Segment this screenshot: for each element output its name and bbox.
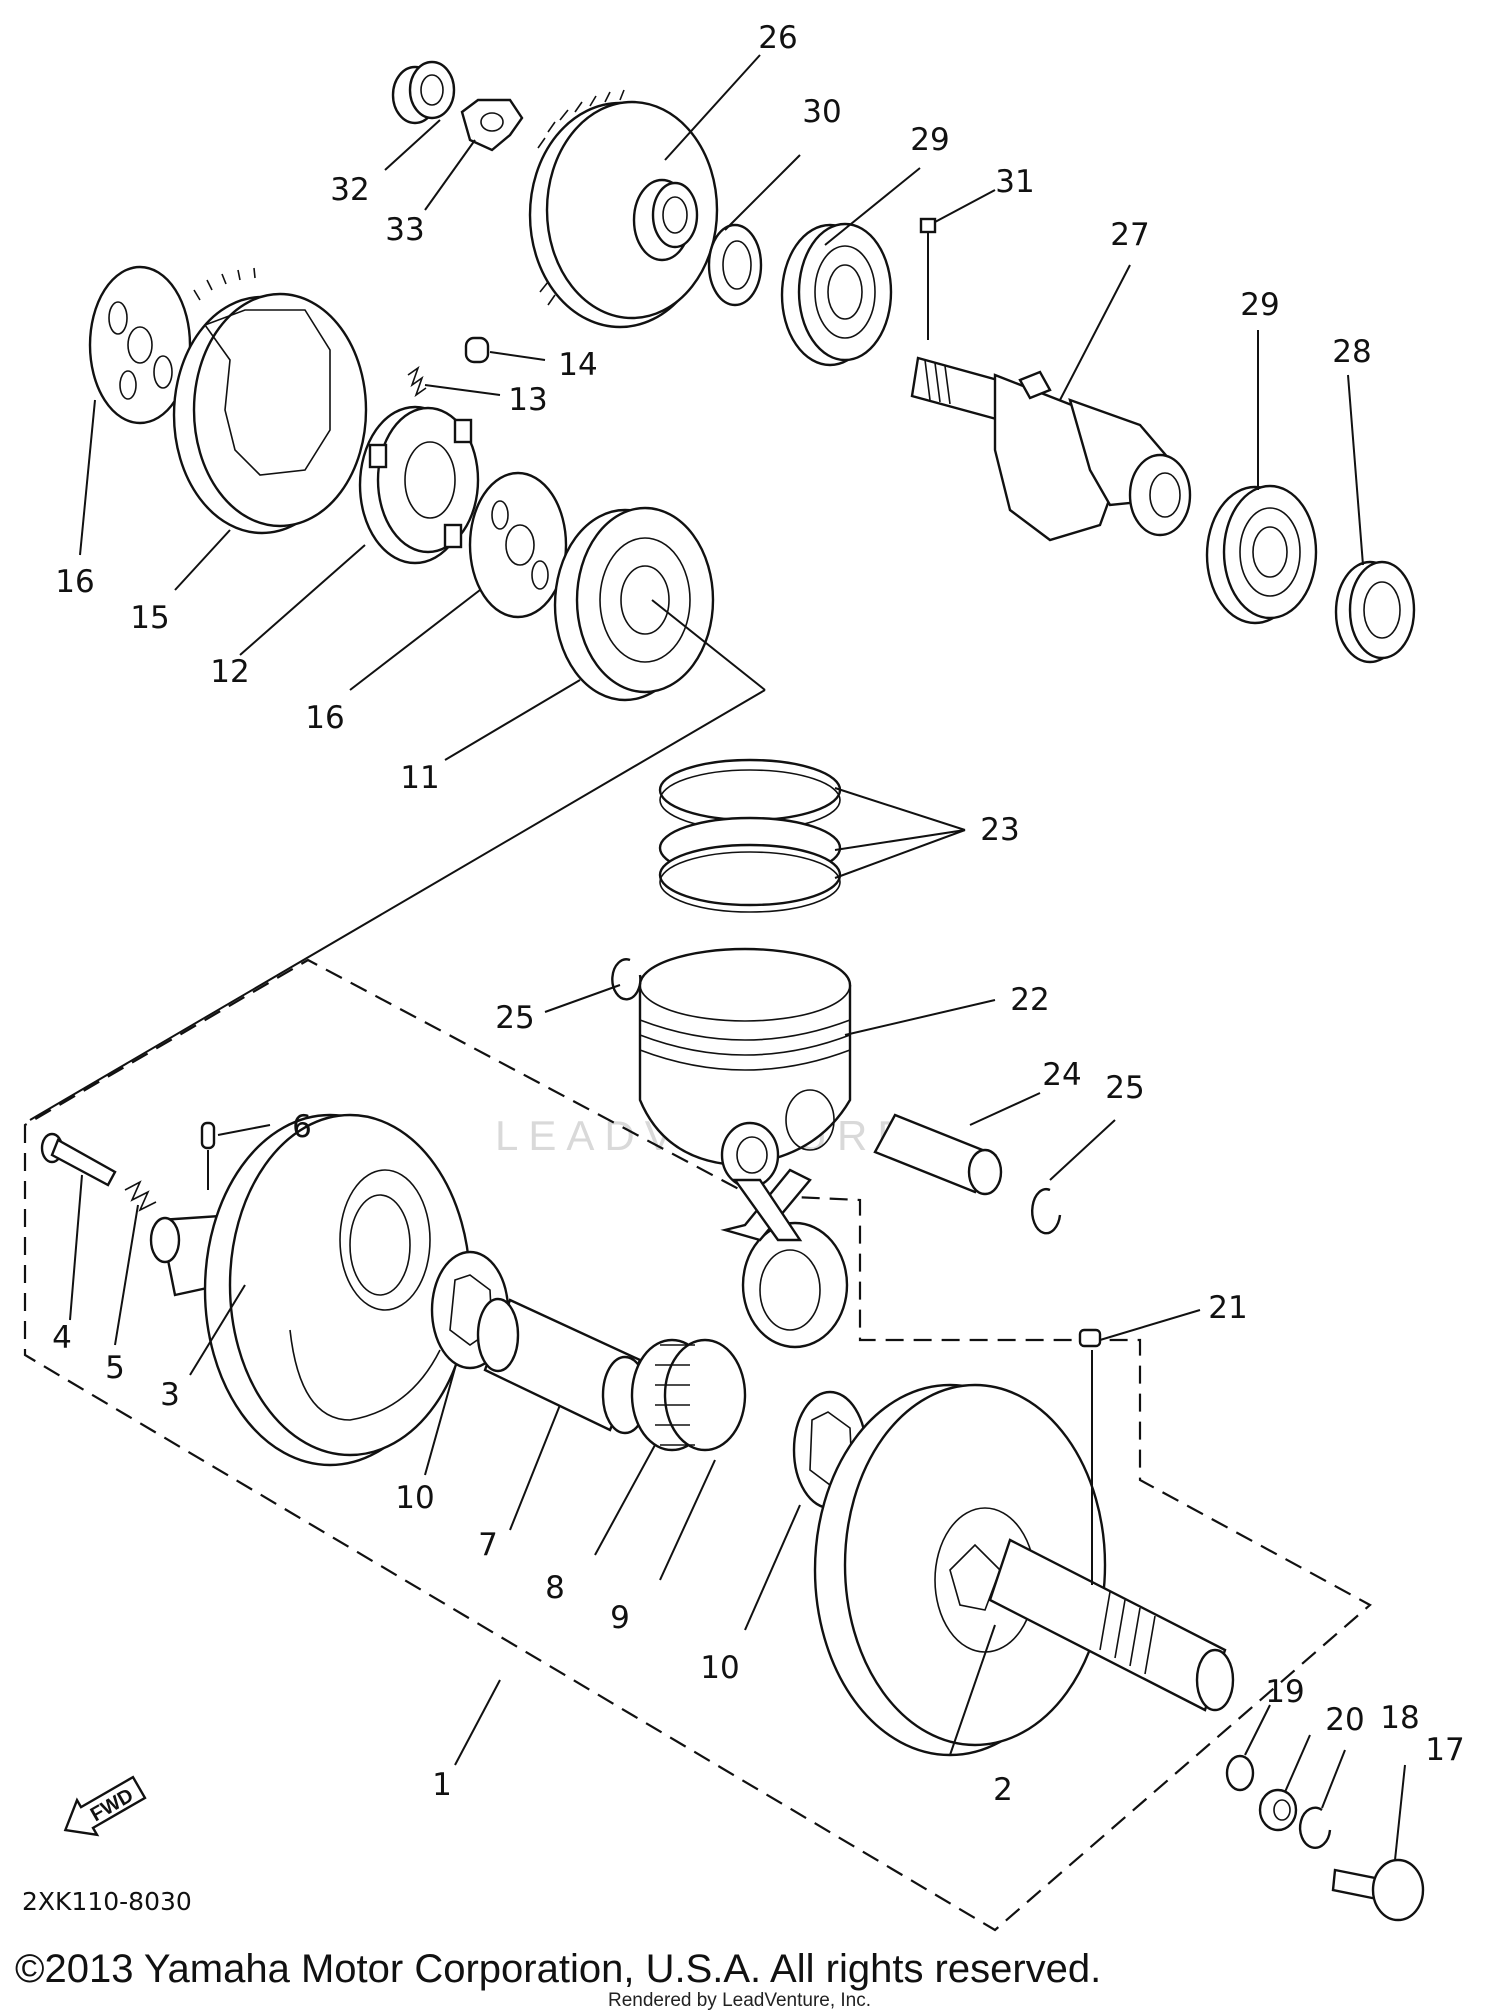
- lock-washer-18: [1298, 1806, 1332, 1849]
- label-11: 11: [400, 760, 439, 796]
- connecting-rod-9: [720, 1121, 849, 1349]
- bolt-4: [40, 1132, 117, 1187]
- label-29-upper: 29: [910, 122, 949, 158]
- label-4: 4: [52, 1320, 72, 1356]
- plate-16-middle: [468, 471, 568, 619]
- pin-14: [464, 336, 490, 364]
- balancer-drive-gear-26: [528, 89, 719, 329]
- washer-30: [707, 223, 763, 307]
- spring-5: [124, 1180, 157, 1212]
- key-31: [919, 217, 937, 234]
- crank-web-3: [149, 1113, 472, 1467]
- label-26: 26: [758, 20, 797, 56]
- gear-15: [172, 267, 368, 535]
- label-29-right: 29: [1240, 287, 1279, 323]
- label-10-right: 10: [700, 1650, 739, 1686]
- label-30: 30: [802, 94, 841, 130]
- label-12: 12: [210, 654, 249, 690]
- label-16-middle: 16: [305, 700, 344, 736]
- bolt-17: [1331, 1858, 1425, 1922]
- label-15: 15: [130, 600, 169, 636]
- piston-pin-24: [873, 1113, 1003, 1196]
- rendered-by-text: Rendered by LeadVenture, Inc.: [608, 1990, 871, 2011]
- label-16-left: 16: [55, 564, 94, 600]
- label-28: 28: [1332, 334, 1371, 370]
- spring-13: [407, 365, 427, 398]
- label-6: 6: [292, 1109, 312, 1145]
- label-22: 22: [1010, 982, 1049, 1018]
- label-9: 9: [610, 1600, 630, 1636]
- label-25-left: 25: [495, 1000, 534, 1036]
- label-24: 24: [1042, 1057, 1081, 1093]
- label-25-right: 25: [1105, 1070, 1144, 1106]
- washer-20: [1258, 1788, 1298, 1832]
- piston-22: [638, 947, 852, 1167]
- key-6: [200, 1121, 216, 1150]
- o-ring-19: [1225, 1754, 1255, 1792]
- label-7: 7: [478, 1527, 498, 1563]
- piston-rings-23: [658, 758, 842, 913]
- crank-web-2: [813, 1383, 1235, 1757]
- balancer-shaft-27: [910, 356, 1192, 542]
- label-23: 23: [980, 812, 1019, 848]
- hub-12: [358, 405, 480, 565]
- key-21: [1078, 1328, 1102, 1348]
- label-18: 18: [1380, 1700, 1419, 1736]
- label-8: 8: [545, 1570, 565, 1606]
- label-21: 21: [1208, 1290, 1247, 1326]
- fwd-arrow-icon: FWD: [63, 1775, 147, 1837]
- crankpin-7: [476, 1297, 649, 1435]
- label-32: 32: [330, 172, 369, 208]
- circlip-25-left: [611, 958, 642, 1001]
- label-5: 5: [105, 1350, 125, 1386]
- bearing-29-upper: [780, 222, 893, 367]
- label-2: 2: [993, 1772, 1013, 1808]
- collar-32: [391, 60, 456, 125]
- label-13: 13: [508, 382, 547, 418]
- label-10-left: 10: [395, 1480, 434, 1516]
- label-33: 33: [385, 212, 424, 248]
- label-17: 17: [1425, 1732, 1464, 1768]
- label-20: 20: [1325, 1702, 1364, 1738]
- label-3: 3: [160, 1377, 180, 1413]
- oil-seal-28: [1334, 560, 1416, 664]
- label-14: 14: [558, 347, 597, 383]
- needle-bearing-8: [630, 1338, 747, 1452]
- bearing-11: [553, 506, 715, 702]
- bearing-29-right: [1205, 484, 1318, 625]
- label-19: 19: [1265, 1674, 1304, 1710]
- copyright-text: ©2013 Yamaha Motor Corporation, U.S.A. A…: [15, 1947, 1101, 1991]
- part-number-labels: 26 30 29 31 27 29 28 32 33 14 13 16 15 1…: [52, 20, 1465, 1808]
- label-27: 27: [1110, 217, 1149, 253]
- crankshaft-assembly-outline: [23, 958, 1372, 1932]
- label-1: 1: [432, 1767, 452, 1803]
- label-31: 31: [995, 164, 1034, 200]
- diagram-code: 2XK110-8030: [22, 1887, 192, 1916]
- lock-washer-33: [460, 98, 524, 152]
- circlip-25-right: [1031, 1188, 1062, 1235]
- leader-lines-top: [29, 54, 1364, 1121]
